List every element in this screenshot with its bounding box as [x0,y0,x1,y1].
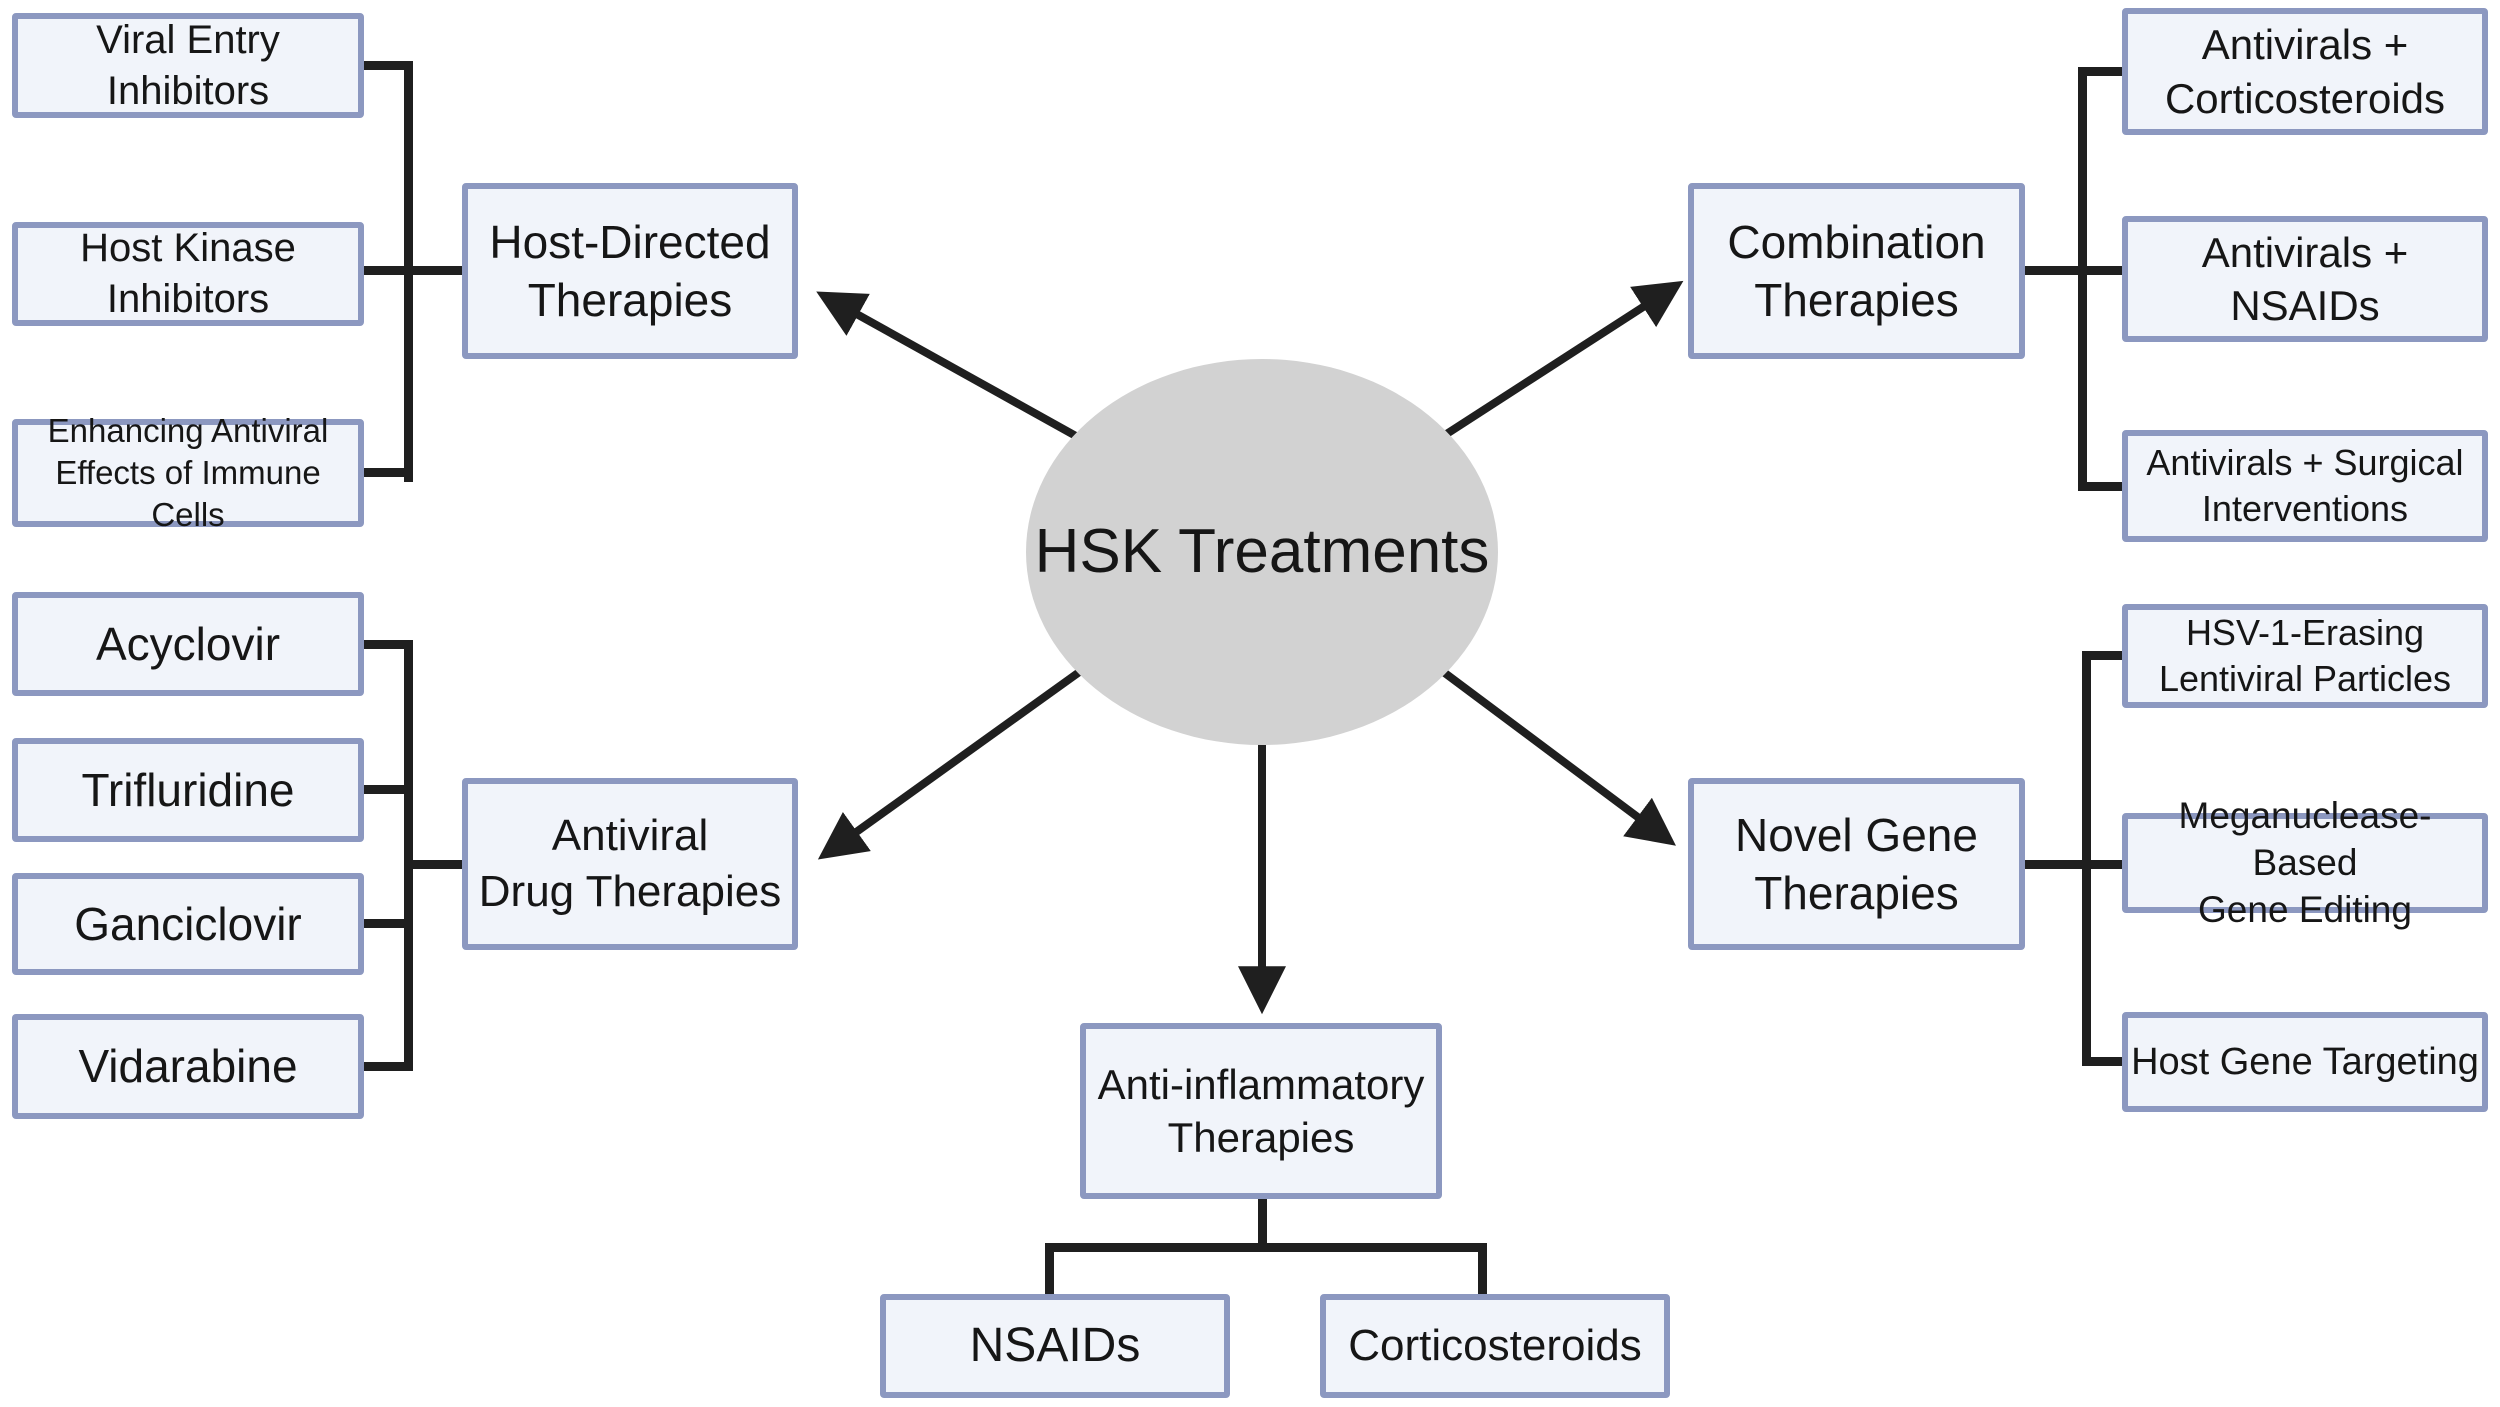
connector-anti-inflammatory-vstub [1258,1196,1267,1252]
node-trifluridine: Trifluridine [12,738,364,842]
node-label: Enhancing Antiviral Effects of Immune Ce… [47,412,329,533]
node-label: Ganciclovir [74,897,302,950]
node-label: Meganuclease-Based Gene Editing [2178,794,2432,930]
center-node-hsk-treatments: HSK Treatments [1026,359,1498,745]
connector-host-gene-stub [2086,1057,2122,1066]
connector-novel-gene-trunk [2082,651,2091,1066]
node-label: Host Kinase Inhibitors [80,226,296,321]
node-label: HSV-1-Erasing Lentiviral Particles [2158,612,2452,699]
node-antiviral-drug-therapies: Antiviral Drug Therapies [462,778,798,950]
node-antivirals-corticosteroids: Antivirals + Corticosteroids [2122,8,2488,135]
node-hsv1-erasing-lentiviral-particles: HSV-1-Erasing Lentiviral Particles [2122,604,2488,708]
connector-surgical-stub [2082,482,2122,491]
connector-corticosteroids-drop [1478,1243,1487,1296]
arrow-to-host-directed-therapies [816,291,1112,459]
node-label: NSAIDs [969,1318,1141,1372]
arrow-to-novel-gene-therapies [1411,646,1676,846]
connector-novel-gene-main-branch [2025,860,2122,869]
connector-antiviral-trunk [404,640,413,1071]
node-label: Combination Therapies [1727,215,1986,326]
node-antivirals-surgical-interventions: Antivirals + Surgical Interventions [2122,430,2488,542]
node-vidarabine: Vidarabine [12,1014,364,1119]
connector-combination-main-branch [2025,266,2122,275]
connector-viral-entry-stub [364,61,413,70]
connector-acyclovir-stub [364,640,413,649]
connector-hsv1-stub [2086,651,2122,660]
connector-nsaids-drop [1045,1243,1054,1296]
node-acyclovir: Acyclovir [12,592,364,696]
node-label: Vidarabine [78,1040,298,1093]
node-label: Antiviral Drug Therapies [478,811,782,916]
connector-anti-inflammatory-bar [1045,1243,1487,1252]
node-label: Trifluridine [81,763,295,816]
center-node-label: HSK Treatments [1034,517,1490,587]
arrow-to-antiviral-drug-therapies [817,646,1113,860]
node-label: Host-Directed Therapies [489,215,771,326]
node-meganuclease-based-gene-editing: Meganuclease-Based Gene Editing [2122,795,2488,930]
arrow-to-combination-therapies [1411,280,1684,459]
node-combination-therapies: Combination Therapies [1688,183,2025,359]
node-nsaids: NSAIDs [880,1294,1230,1398]
node-enhancing-antiviral-effects: Enhancing Antiviral Effects of Immune Ce… [12,412,364,533]
node-label: Antivirals + NSAIDs [2201,228,2409,329]
node-label: Novel Gene Therapies [1735,808,1978,919]
connector-host-kinase-branch [364,266,462,275]
node-label: Corticosteroids [1348,1321,1642,1371]
node-label: Viral Entry Inhibitors [96,17,280,113]
node-antivirals-nsaids: Antivirals + NSAIDs [2122,216,2488,342]
node-label: Anti-inflammatory Therapies [1097,1060,1425,1161]
connector-antiviral-main-branch [404,860,462,869]
connector-ganciclovir-stub [364,919,413,928]
node-host-directed-therapies: Host-Directed Therapies [462,183,798,359]
connector-enhancing-stub [364,468,413,477]
node-host-gene-targeting: Host Gene Targeting [2122,1012,2488,1112]
connector-trifluridine-stub [364,785,413,794]
node-label: Host Gene Targeting [2131,1040,2479,1083]
node-host-kinase-inhibitors: Host Kinase Inhibitors [12,222,364,326]
node-ganciclovir: Ganciclovir [12,873,364,975]
node-viral-entry-inhibitors: Viral Entry Inhibitors [12,13,364,118]
node-label: Acyclovir [95,617,281,670]
connector-combination-trunk [2078,67,2087,491]
node-corticosteroids: Corticosteroids [1320,1294,1670,1398]
node-novel-gene-therapies: Novel Gene Therapies [1688,778,2025,950]
node-label: Antivirals + Corticosteroids [2164,21,2446,122]
node-label: Antivirals + Surgical Interventions [2146,442,2464,529]
node-anti-inflammatory-therapies: Anti-inflammatory Therapies [1080,1023,1442,1199]
connector-vidarabine-stub [364,1062,413,1071]
connector-corticosteroids-combo-stub [2082,67,2122,76]
